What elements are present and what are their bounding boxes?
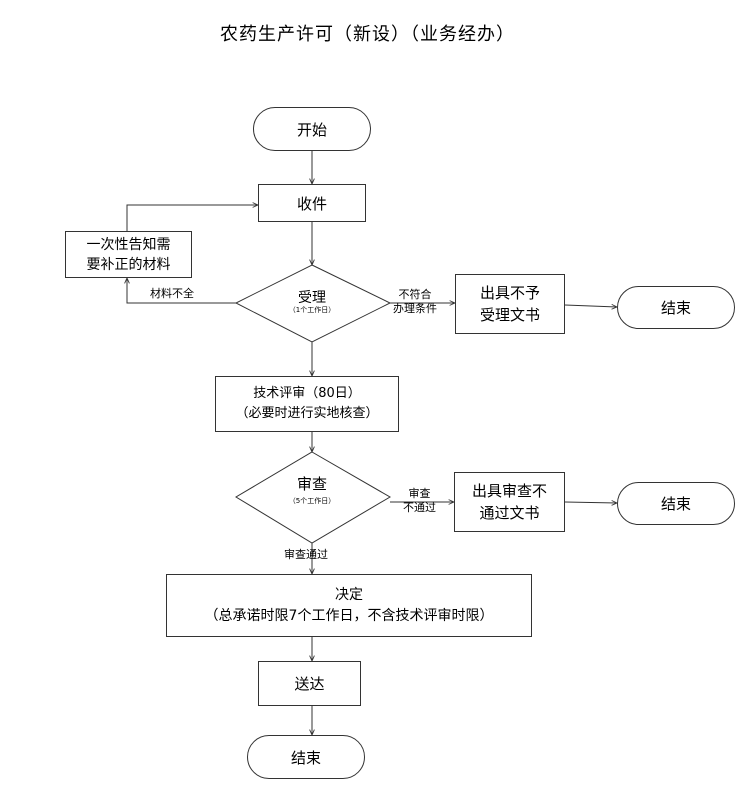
review-decision-label: 审查 （5个工作日） [289, 475, 335, 506]
decision-review-shape [235, 451, 391, 544]
receive-box: 收件 [258, 184, 366, 222]
receive-label: 收件 [296, 194, 327, 213]
deliver-label: 送达 [294, 675, 325, 693]
page-title: 农药生产许可（新设）（业务经办） [220, 24, 515, 45]
not-accept-line-1: 出具不予 [479, 284, 540, 302]
decision-line-2: （总承诺时限7个工作日，不含技术评审时限） [204, 607, 494, 624]
not-accept-line-2: 受理文书 [479, 306, 540, 324]
end-2-label: 结束 [660, 495, 691, 513]
end-bottom-label: 结束 [290, 748, 321, 767]
edge-reject-end [564, 305, 617, 307]
end-1-label: 结束 [660, 299, 691, 317]
edge-label-review-pass: 审查通过 [284, 548, 328, 561]
edge-label-not-qualified: 不符合 办理条件 [393, 288, 437, 316]
review-fail-doc-box: 出具审查不 通过文书 [454, 472, 565, 532]
accept-decision-label: 受理 （1个工作日） [289, 290, 335, 315]
review-fail-edge-line-2: 不通过 [403, 501, 436, 514]
supplement-line-2: 要补正的材料 [86, 256, 171, 273]
edge-label-incomplete: 材料不全 [150, 287, 194, 300]
review-note: （5个工作日） [288, 497, 336, 505]
decision-box: 决定 （总承诺时限7个工作日，不含技术评审时限） [166, 574, 532, 637]
not-qualified-line-1: 不符合 [398, 288, 432, 301]
review-fail-edge-line-1: 审查 [408, 487, 431, 500]
start-label: 开始 [296, 120, 327, 139]
decision-accept-shape [234, 264, 392, 343]
supplement-box: 一次性告知需 要补正的材料 [65, 231, 192, 278]
edge-supplement-receive [126, 205, 258, 231]
edge-label-review-fail: 审查 不通过 [403, 487, 436, 515]
edge-accept-supplement [127, 278, 236, 304]
accept-label: 受理 [298, 290, 326, 306]
decision-line-1: 决定 [335, 586, 363, 603]
supplement-line-1: 一次性告知需 [86, 236, 171, 253]
edge-fail-end [564, 502, 617, 503]
deliver-box: 送达 [258, 661, 361, 706]
end-terminal-bottom: 结束 [247, 735, 365, 779]
review-fail-line-2: 通过文书 [479, 504, 540, 522]
end-terminal-1: 结束 [617, 286, 735, 329]
tech-review-line-1: 技术评审（80日） [253, 386, 361, 401]
tech-review-box: 技术评审（80日） （必要时进行实地核查） [215, 376, 399, 432]
end-terminal-2: 结束 [617, 482, 735, 525]
review-label: 审查 [296, 475, 327, 493]
start-terminal: 开始 [253, 107, 371, 151]
not-accept-doc-box: 出具不予 受理文书 [455, 274, 565, 334]
not-qualified-line-2: 办理条件 [393, 302, 437, 315]
accept-note: （1个工作日） [288, 306, 336, 314]
review-fail-line-1: 出具审查不 [471, 482, 547, 500]
tech-review-line-2: （必要时进行实地核查） [235, 406, 379, 421]
